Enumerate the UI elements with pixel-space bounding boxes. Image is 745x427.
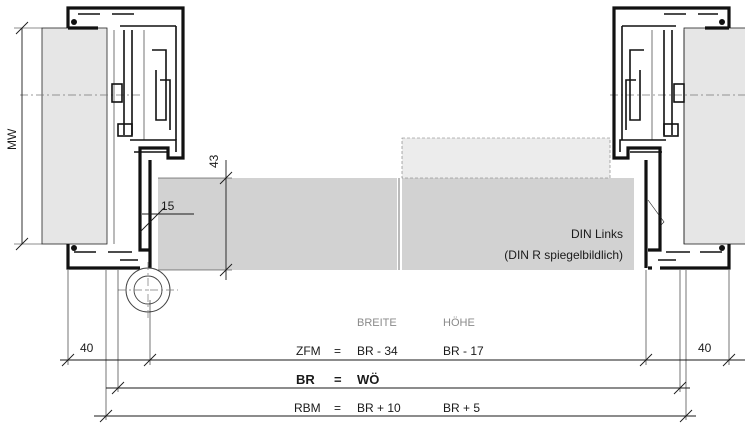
row-br-key: BR	[296, 372, 315, 387]
row-rbm-key: RBM	[294, 401, 321, 415]
row-zfm-width: BR - 34	[357, 344, 398, 358]
row-rbm-eq: =	[334, 401, 341, 415]
row-zfm-key: ZFM	[296, 344, 321, 358]
door-leaf-left	[158, 178, 397, 270]
right-frame-profile	[612, 6, 731, 270]
header-height: HÖHE	[443, 317, 475, 329]
dim-40-right: 40	[698, 341, 712, 355]
dim-15	[139, 207, 194, 233]
right-wall	[683, 27, 745, 245]
header-width: BREITE	[357, 317, 397, 329]
mw-dimension	[14, 21, 42, 251]
extension-lines	[67, 270, 730, 420]
din-links-label: DIN Links	[571, 227, 623, 241]
door-leaf-open	[401, 137, 611, 179]
left-wall	[41, 27, 108, 245]
dim-43	[158, 160, 233, 280]
door-leaf-right	[402, 178, 634, 270]
row-br-width: WÖ	[357, 372, 379, 387]
row-rbm-width: BR + 10	[357, 401, 401, 415]
row-zfm-height: BR - 17	[443, 344, 484, 358]
row-zfm-eq: =	[334, 344, 341, 358]
zfm-dimension-line	[60, 353, 745, 367]
dim-15-label: 15	[161, 199, 175, 213]
rbm-dimension-line	[94, 409, 696, 423]
dim-43-label: 43	[207, 154, 221, 168]
br-dimension-line	[106, 381, 690, 395]
row-br-eq: =	[334, 372, 342, 387]
dim-40-left: 40	[80, 341, 94, 355]
mw-label: MW	[5, 128, 19, 150]
hinge-symbol	[118, 262, 178, 318]
din-r-label: (DIN R spiegelbildlich)	[504, 248, 623, 262]
row-rbm-height: BR + 5	[443, 401, 480, 415]
